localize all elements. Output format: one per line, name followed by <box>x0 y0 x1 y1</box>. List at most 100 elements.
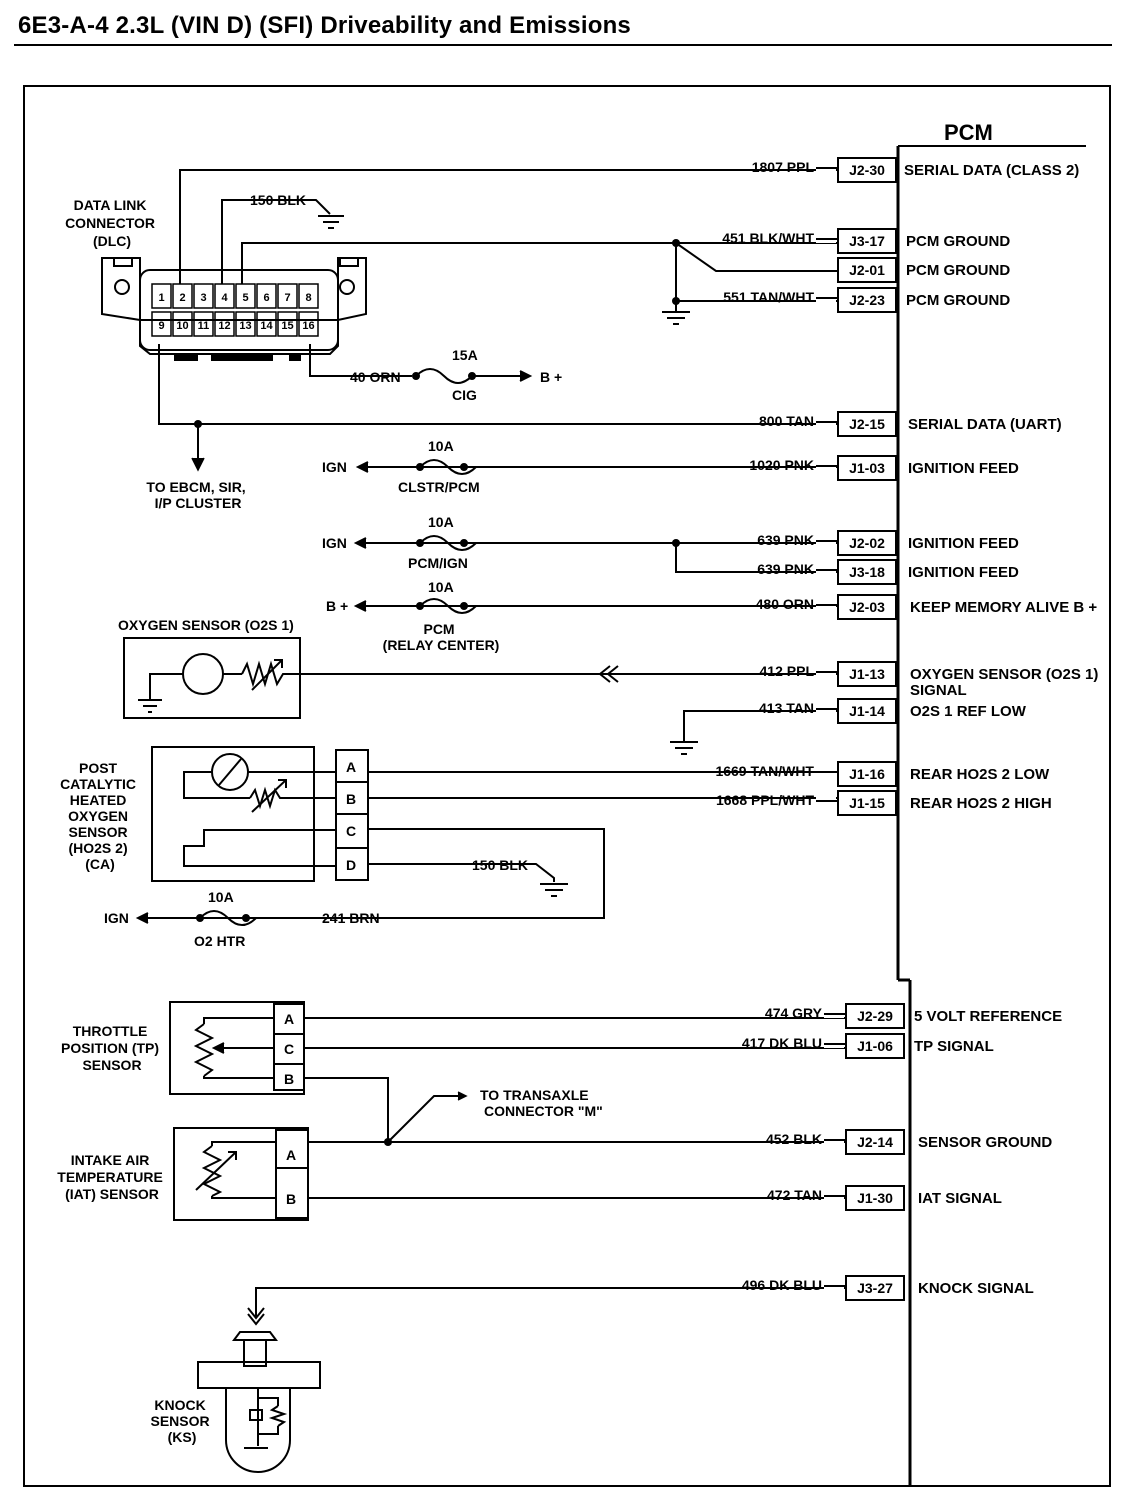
pcm-pin-label: J1-03 <box>849 460 885 476</box>
pcm-pin-label: J1-14 <box>849 703 885 719</box>
pcm-pin-label: J3-18 <box>849 564 885 580</box>
pcm-pin-box <box>845 1185 905 1211</box>
ground-symbols <box>138 215 698 897</box>
fuse-name-0: CLSTR/PCM <box>398 479 480 495</box>
wire-label: 480 ORN <box>756 596 814 612</box>
wire-ho2s2-c <box>368 828 605 919</box>
splice-dots <box>194 239 680 1146</box>
pcm-pin-label: J3-17 <box>849 233 885 249</box>
pcm-function-label: KNOCK SIGNAL <box>918 1280 1034 1297</box>
ho2s2-pin-d: D <box>346 857 356 873</box>
pcm-function-label: SERIAL DATA (CLASS 2) <box>904 162 1079 179</box>
wire-label-150-blk: 150 BLK <box>250 192 306 208</box>
dlc-pin-cell <box>151 311 172 337</box>
wire-label: 551 TAN/WHT <box>723 289 814 305</box>
pcm-pin-label: J1-15 <box>849 795 885 811</box>
fuse-rating-3: 10A <box>208 889 234 905</box>
other-modules-label: TO EBCM, SIR, I/P CLUSTER <box>146 479 249 511</box>
fuse-source-0: IGN <box>322 459 347 475</box>
fuse-name-2: PCM (RELAY CENTER) <box>383 621 500 653</box>
dlc-pin-cell <box>235 311 256 337</box>
pcm-pin-box <box>837 287 897 313</box>
dlc-pin-number: 16 <box>302 320 314 332</box>
dlc-pin-number: 8 <box>305 292 311 304</box>
fuse-rating-2: 10A <box>428 579 454 595</box>
knock-sensor-body <box>232 1331 278 1341</box>
ho2s2-sensor-box <box>151 746 315 882</box>
wire-150-blk-ho2s2 <box>368 863 555 882</box>
wire-label: 412 PPL <box>760 663 815 679</box>
wire-150-blk-dlc <box>221 199 331 284</box>
fuse-source-1: IGN <box>322 535 347 551</box>
fuse-name-1: PCM/IGN <box>408 555 468 571</box>
dlc-connector <box>101 257 367 361</box>
wire-639-pnk-j3-18 <box>675 543 838 573</box>
dlc-pin-number: 5 <box>242 292 248 304</box>
wire-1807-ppl <box>179 169 838 284</box>
pcm-pin-box <box>837 530 897 556</box>
dlc-pin-number: 9 <box>158 320 164 332</box>
transaxle-label: TO TRANSAXLE CONNECTOR "M" <box>480 1087 603 1119</box>
wire-label: 417 DK BLU <box>742 1035 822 1051</box>
iat-label: INTAKE AIR TEMPERATURE (IAT) SENSOR <box>57 1152 166 1202</box>
fuse-name-3: O2 HTR <box>194 933 245 949</box>
dlc-pin-cell <box>172 311 193 337</box>
dlc-pin-number: 1 <box>158 292 164 304</box>
ground-icon <box>540 883 568 897</box>
pcm-pin-label: J1-30 <box>857 1190 893 1206</box>
o2s1-sensor-box <box>123 637 301 719</box>
wire-label: 1668 PPL/WHT <box>716 792 814 808</box>
wire-label: 1669 TAN/WHT <box>715 763 814 779</box>
wire-413-tan <box>683 710 838 742</box>
pcm-pin-box <box>837 455 897 481</box>
pcm-function-label: O2S 1 REF LOW <box>910 703 1027 720</box>
wire-label: 472 TAN <box>767 1187 822 1203</box>
tp-pin-b: B <box>284 1071 294 1087</box>
pcm-pin-label: J2-02 <box>849 535 885 551</box>
pcm-function-label: SENSOR GROUND <box>918 1134 1052 1151</box>
pcm-function-label: SERIAL DATA (UART) <box>908 416 1062 433</box>
dlc-pin-cell <box>172 283 193 309</box>
pcm-function-label: TP SIGNAL <box>914 1038 994 1055</box>
dlc-pin-number: 2 <box>179 292 185 304</box>
wire-label-241-brn: 241 BRN <box>322 910 380 926</box>
pcm-function-label: PCM GROUND <box>906 262 1010 279</box>
wire-40-orn <box>309 344 412 377</box>
pcm-function-label: 5 VOLT REFERENCE <box>914 1008 1062 1025</box>
ho2s2-pin-a: A <box>346 759 356 775</box>
pcm-pin-box <box>845 1033 905 1059</box>
dlc-pin-cell <box>298 283 319 309</box>
fuse-source-3: IGN <box>104 910 129 926</box>
pcm-pin-label: J2-15 <box>849 416 885 432</box>
fuse-icon <box>412 368 533 384</box>
dlc-pin-cell <box>277 283 298 309</box>
fuse-rating-15a: 15A <box>452 347 478 363</box>
dlc-pin-number: 11 <box>198 320 210 332</box>
pcm-function-label: KEEP MEMORY ALIVE B + <box>910 599 1097 616</box>
pcm-pin-label: J3-27 <box>857 1280 893 1296</box>
dlc-pin-cell <box>193 283 214 309</box>
pcm-pin-label: J2-03 <box>849 599 885 615</box>
pcm-function-label: PCM GROUND <box>906 292 1010 309</box>
dlc-pin-cell <box>256 283 277 309</box>
dlc-pin-number: 7 <box>284 292 290 304</box>
pcm-pin-box <box>837 411 897 437</box>
pcm-pin-box <box>837 761 897 787</box>
ground-icon <box>318 215 344 229</box>
dlc-pin-number: 14 <box>260 320 273 332</box>
pcm-pin-box <box>837 594 897 620</box>
pcm-pin-box <box>837 661 897 687</box>
dlc-pin-number: 10 <box>176 320 188 332</box>
pcm-pin-box <box>837 559 897 585</box>
pcm-title: PCM <box>944 120 993 145</box>
wire-496-dk-blu <box>255 1287 846 1318</box>
wire-label: 1020 PNK <box>749 457 814 473</box>
pcm-function-label: IGNITION FEED <box>908 460 1019 477</box>
ho2s2-label: POST CATALYTIC HEATED OXYGEN SENSOR (HO2… <box>60 760 140 872</box>
ground-icon <box>138 699 162 713</box>
pcm-pin-box <box>837 257 897 283</box>
pcm-pin-label: J2-29 <box>857 1008 893 1024</box>
wire-800-tan <box>158 344 838 425</box>
